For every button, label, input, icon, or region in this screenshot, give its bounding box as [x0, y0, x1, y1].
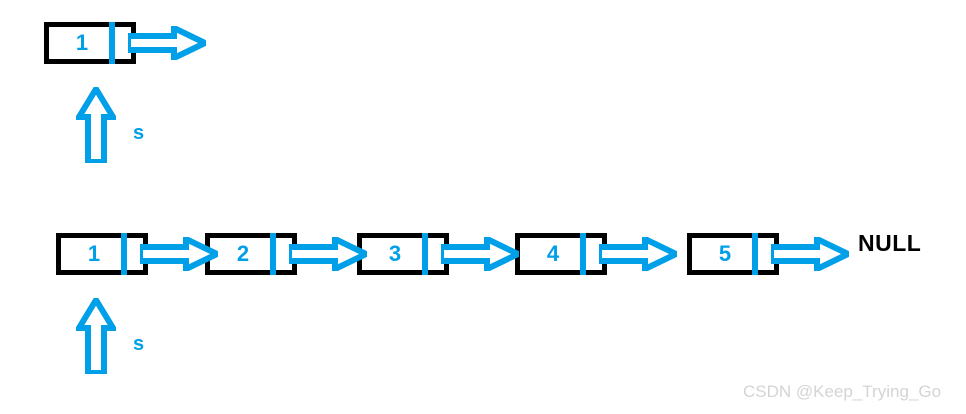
list-node: 4: [515, 233, 607, 275]
node-value: 4: [546, 241, 560, 266]
node-field-divider: [109, 22, 115, 64]
node-value: 1: [87, 241, 101, 266]
node-field-divider: [580, 233, 586, 275]
pointer-up-arrow-icon: [73, 294, 119, 376]
next-pointer-arrow-icon: [286, 234, 373, 274]
pointer-label-s: s: [133, 333, 145, 355]
node-field-divider: [752, 233, 758, 275]
node-value: 2: [236, 241, 250, 266]
pointer-up-arrow-icon: [73, 83, 119, 165]
next-pointer-arrow-icon: [596, 234, 683, 274]
list-node: 1: [56, 233, 148, 275]
node-field-divider: [422, 233, 428, 275]
list-node: 2: [205, 233, 297, 275]
list-node: 5: [687, 233, 779, 275]
list-node: 3: [357, 233, 449, 275]
next-pointer-arrow-icon: [125, 23, 212, 63]
node-value: 3: [388, 241, 402, 266]
list-node: 1: [44, 22, 136, 64]
null-terminator-label: NULL: [858, 230, 922, 256]
watermark-text: CSDN @Keep_Trying_Go: [743, 382, 942, 401]
pointer-label-s: s: [133, 122, 145, 144]
node-field-divider: [121, 233, 127, 275]
next-pointer-arrow-icon: [137, 234, 224, 274]
next-pointer-arrow-icon: [768, 234, 855, 274]
node-field-divider: [270, 233, 276, 275]
node-value: 5: [718, 241, 732, 266]
next-pointer-arrow-icon: [438, 234, 525, 274]
node-value: 1: [75, 30, 89, 55]
